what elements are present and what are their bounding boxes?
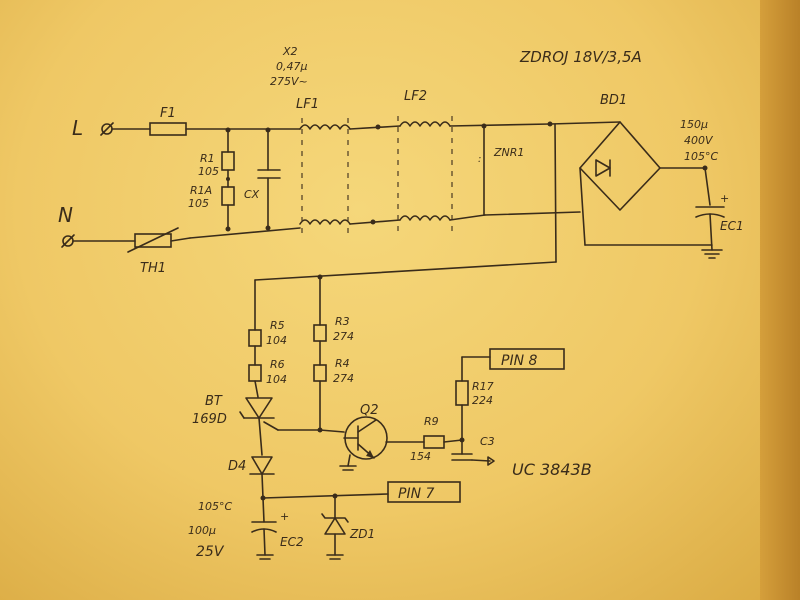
startup-feed-wire <box>254 261 557 281</box>
capacitor-ec1: + 150µ 400V 105°C EC1 <box>680 118 744 259</box>
line-terminal-slash <box>100 122 114 136</box>
cx-spec-2: 0,47µ <box>276 60 308 73</box>
thermistor-th1: TH1 <box>72 227 301 276</box>
r4-value: 274 <box>333 372 354 385</box>
neutral-input-label: N <box>58 203 73 227</box>
lf1-label: LF1 <box>296 97 319 112</box>
svg-text::: : <box>478 154 481 165</box>
choke-lf1: LF1 <box>296 97 351 236</box>
thermistor-label: TH1 <box>140 261 166 276</box>
resistor-r17: R17 224 <box>455 356 494 441</box>
ec1-spec-1: 150µ <box>680 118 708 131</box>
r3-value: 274 <box>333 330 354 343</box>
capacitor-cx: CX X2 0,47µ 275V~ <box>244 45 308 231</box>
ec1-spec-2: 400V <box>684 134 714 147</box>
znr-label: ZNR1 <box>493 146 524 159</box>
vcc-rail <box>262 493 389 499</box>
lf2-label: LF2 <box>404 89 427 104</box>
bridge-rectifier-bd1: BD1 <box>484 93 713 246</box>
bd1-label: BD1 <box>600 93 627 108</box>
c3-label: C3 <box>480 435 495 448</box>
r1-value: 105 <box>198 165 219 178</box>
r17-value: 224 <box>472 394 493 407</box>
ec1-spec-3: 105°C <box>684 150 718 163</box>
startup-resistors-r5-r6: R5 104 R6 104 <box>248 279 287 398</box>
line-input-label: L <box>72 116 83 140</box>
cx-ref: CX <box>244 188 260 201</box>
r5-value: 104 <box>266 334 287 347</box>
resistors-r3-r4: R3 274 R4 274 <box>313 276 354 429</box>
r9-value: 154 <box>410 450 431 463</box>
r5-ref: R5 <box>270 319 285 332</box>
transistor-q2: Q2 <box>339 403 425 471</box>
ec2-spec-3: 25V <box>196 544 225 560</box>
r17-ref: R17 <box>472 380 494 393</box>
zd1-label: ZD1 <box>349 527 375 541</box>
r6-ref: R6 <box>270 358 285 371</box>
cx-spec-1: X2 <box>282 45 298 58</box>
choke-link-top <box>349 125 401 130</box>
capacitor-ec2: + 105°C 100µ 25V EC2 <box>188 497 304 560</box>
r9-ref: R9 <box>424 415 439 428</box>
r4-ref: R4 <box>335 357 350 370</box>
paper-edge-shadow <box>760 0 800 600</box>
neutral-terminal-slash <box>61 234 75 248</box>
pin8-label: PIN 8 <box>501 353 537 369</box>
r1a-ref: R1A <box>190 184 212 197</box>
startup-feed-wire <box>554 123 557 263</box>
ic-label: UC 3843B <box>512 460 592 479</box>
fuse-label: F1 <box>160 106 176 121</box>
ec2-ref: EC2 <box>280 535 304 549</box>
resistor-r9: R9 154 <box>410 415 465 463</box>
r6-value: 104 <box>266 373 287 386</box>
pin7-box: PIN 7 <box>387 481 461 503</box>
bt-ref: BT <box>205 394 223 409</box>
q2-label: Q2 <box>360 403 379 418</box>
bleeder-resistors: R1 105 R1A 105 <box>188 127 235 232</box>
r1-ref: R1 <box>200 152 215 165</box>
r1a-value: 105 <box>188 197 209 210</box>
r3-ref: R3 <box>335 315 350 328</box>
trigger-device-bt: BT 169D <box>192 394 345 456</box>
cx-spec-3: 275V~ <box>270 75 308 88</box>
d4-label: D4 <box>228 459 246 474</box>
pin8-box: PIN 8 <box>489 348 565 370</box>
diode-d4: D4 <box>228 456 275 501</box>
zener-zd1: ZD1 <box>321 495 375 560</box>
varistor-znr1: : ZNR1 <box>449 123 551 221</box>
svg-text:+: + <box>280 510 289 523</box>
bt-value: 169D <box>192 412 227 427</box>
pin7-label: PIN 7 <box>398 486 434 502</box>
capacitor-c3: C3 <box>451 435 495 466</box>
svg-text:+: + <box>720 192 729 205</box>
junction <box>375 124 381 130</box>
junction <box>370 219 376 225</box>
ec2-spec-2: 100µ <box>188 524 216 537</box>
fuse-f1: F1 <box>111 106 301 136</box>
ec2-spec-1: 105°C <box>198 500 232 513</box>
choke-lf2: LF2 <box>397 89 453 232</box>
ec1-ref: EC1 <box>720 219 744 233</box>
title-label: ZDROJ 18V/3,5A <box>519 48 642 66</box>
